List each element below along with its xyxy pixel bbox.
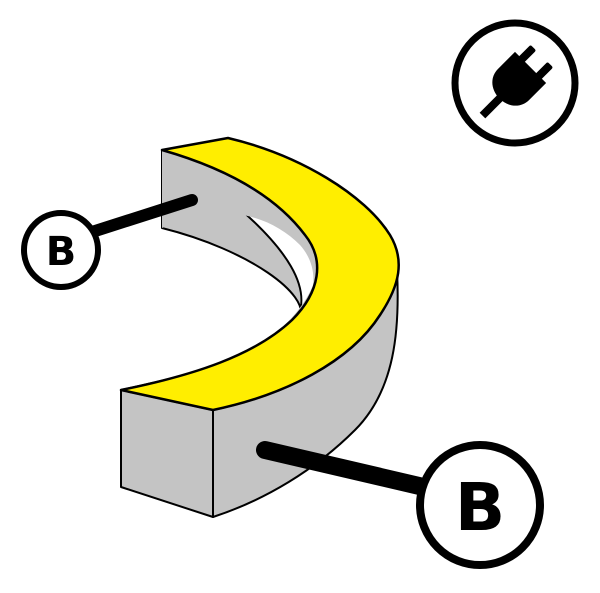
callout-circle-upper <box>21 210 101 290</box>
callout-leader-lower <box>256 441 454 501</box>
bar-end-face <box>120 389 214 518</box>
power-plug-icon <box>451 19 579 147</box>
callout-label-lower: B <box>455 469 505 546</box>
bar-top-face <box>119 136 400 412</box>
callout-label-upper: B <box>46 229 77 275</box>
callout-b-lower: B <box>256 441 544 569</box>
curved-bar <box>119 136 400 518</box>
callout-leader-upper <box>86 194 198 238</box>
callout-circle-lower <box>416 441 544 569</box>
callout-b-upper: B <box>21 194 198 290</box>
